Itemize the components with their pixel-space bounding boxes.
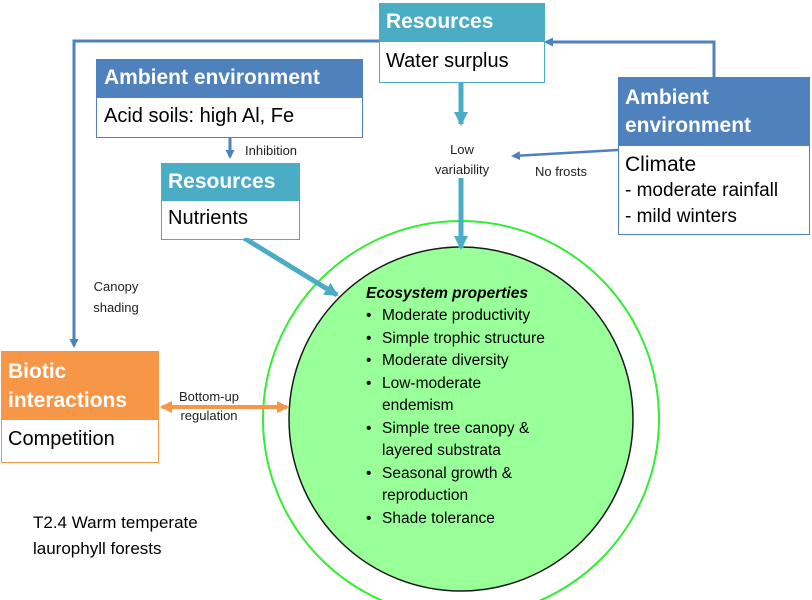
ambient-climate-header-line1: Ambient bbox=[625, 86, 709, 109]
ecosystem-item-line: Seasonal growth & bbox=[382, 464, 513, 482]
ecosystem-item: Moderate productivity bbox=[366, 305, 596, 328]
label-canopy-line2: shading bbox=[93, 300, 139, 315]
label-bottom-up-line1: Bottom-up bbox=[179, 389, 239, 404]
caption-line2: laurophyll forests bbox=[33, 539, 162, 558]
figure-caption: T2.4 Warm temperate laurophyll forests bbox=[33, 510, 198, 562]
biotic-header-line2: interactions bbox=[8, 389, 128, 412]
ecosystem-item: Simple tree canopy & layered substrata bbox=[366, 418, 596, 463]
resources-nutrients-body: Nutrients bbox=[162, 201, 299, 238]
resources-nutrients-box: Resources Nutrients bbox=[161, 163, 300, 240]
ecosystem-item-line: endemism bbox=[382, 397, 454, 414]
ecosystem-item: Simple trophic structure bbox=[366, 328, 596, 351]
label-low-variability-line1: Low bbox=[450, 142, 474, 157]
label-bottom-up-regulation: Bottom-up regulation bbox=[166, 387, 252, 425]
caption-line1: T2.4 Warm temperate bbox=[33, 513, 198, 532]
label-bottom-up-line2: regulation bbox=[180, 408, 238, 423]
climate-rainfall: - moderate rainfall bbox=[625, 180, 779, 201]
ambient-soils-header: Ambient environment bbox=[97, 60, 362, 98]
ecosystem-properties: Ecosystem properties Moderate productivi… bbox=[366, 285, 596, 530]
ambient-climate-header: Ambient environment bbox=[619, 78, 809, 146]
ambient-climate-body: Climate - moderate rainfall - mild winte… bbox=[619, 146, 809, 230]
arrow-nutrients-to-ecosystem bbox=[242, 235, 339, 298]
resources-water-header: Resources bbox=[380, 4, 544, 42]
label-canopy-line1: Canopy bbox=[93, 279, 139, 294]
ecosystem-item-line: layered substrata bbox=[382, 442, 501, 459]
ecosystem-item: Seasonal growth & reproduction bbox=[366, 463, 596, 508]
ambient-climate-box: Ambient environment Climate - moderate r… bbox=[618, 77, 810, 235]
biotic-header-line1: Biotic bbox=[8, 360, 67, 383]
arrow-canopy-shading bbox=[69, 39, 380, 348]
arrow-climate-to-water bbox=[544, 37, 716, 77]
climate-title: Climate bbox=[625, 153, 697, 176]
ecosystem-item-line: Simple tree canopy & bbox=[382, 419, 530, 437]
label-low-variability: Low variability bbox=[425, 140, 499, 180]
ecosystem-item: Moderate diversity bbox=[366, 350, 596, 373]
biotic-interactions-box: Biotic interactions Competition bbox=[1, 351, 159, 463]
ecosystem-item: Shade tolerance bbox=[366, 508, 596, 531]
resources-water-box: Resources Water surplus bbox=[379, 3, 545, 83]
biotic-header: Biotic interactions bbox=[2, 352, 158, 420]
ambient-soils-box: Ambient environment Acid soils: high Al,… bbox=[96, 59, 363, 138]
ecosystem-item-line: reproduction bbox=[382, 487, 469, 504]
ambient-soils-body: Acid soils: high Al, Fe bbox=[97, 98, 362, 136]
ecosystem-item-line: Low-moderate bbox=[382, 374, 482, 392]
climate-winters: - mild winters bbox=[625, 206, 737, 227]
label-canopy-shading: Canopy shading bbox=[83, 276, 149, 318]
ecosystem-item: Low-moderate endemism bbox=[366, 373, 596, 418]
label-low-variability-line2: variability bbox=[434, 162, 490, 177]
label-no-frosts: No frosts bbox=[535, 164, 588, 179]
ecosystem-list: Moderate productivity Simple trophic str… bbox=[366, 305, 596, 530]
ambient-climate-header-line2: environment bbox=[625, 114, 752, 137]
arrow-no-frosts bbox=[511, 148, 619, 161]
resources-water-body: Water surplus bbox=[380, 42, 544, 81]
label-inhibition: Inhibition bbox=[245, 143, 298, 158]
biotic-body: Competition bbox=[2, 420, 158, 461]
ecosystem-title: Ecosystem properties bbox=[366, 285, 528, 302]
resources-nutrients-header: Resources bbox=[162, 164, 299, 201]
